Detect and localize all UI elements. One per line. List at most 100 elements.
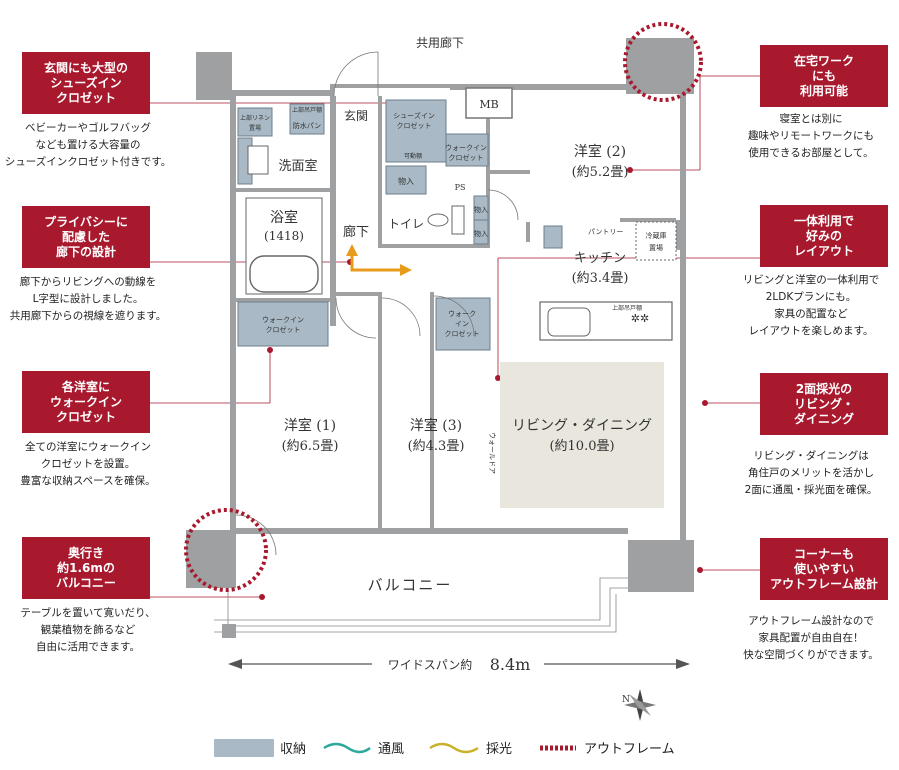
wic-top-area bbox=[445, 133, 489, 167]
washbasin bbox=[247, 145, 269, 175]
toilet-label: トイレ bbox=[388, 217, 424, 231]
desc-layout: リビングと洋室の一体利用で 2LDKプランにも。 家具の配置など レイアウトを楽… bbox=[742, 274, 880, 337]
wic-left-label-1: ウォークイン bbox=[262, 316, 304, 324]
pantry-label: パントリー bbox=[588, 228, 623, 236]
pantry-area bbox=[543, 225, 563, 249]
leader-dot bbox=[267, 347, 273, 353]
legend-storage-label: 収納 bbox=[280, 742, 307, 757]
desc-balcony: テーブルを置いて寛いだり、 観葉植物を飾るなど 自由に活用できます。 bbox=[20, 607, 156, 653]
walls bbox=[186, 38, 694, 592]
wic-left-label-2: クロゼット bbox=[266, 325, 301, 334]
balcony-rail bbox=[214, 577, 628, 633]
ps-label: PS bbox=[455, 183, 466, 192]
mb-box bbox=[465, 87, 513, 119]
jobu-linen-area bbox=[237, 107, 273, 137]
legend-light: 採光 bbox=[428, 738, 512, 757]
common-corridor-label: 共用廊下 bbox=[416, 35, 464, 50]
corridor-arrow bbox=[346, 244, 412, 276]
callout-privacy-corridor: プライバシーに 配慮した 廊下の設計 bbox=[22, 206, 150, 268]
youshitsu2-size: (約5.2畳) bbox=[572, 165, 629, 180]
desc-outframe: アウトフレーム設計なので 家具配置が自由自在！ 快な空間づくりができます。 bbox=[743, 615, 879, 661]
balcony-label: バルコニー bbox=[368, 576, 453, 594]
callout-layout: 一体利用で 好みの レイアウト bbox=[760, 205, 888, 267]
youshitsu3-label: 洋室 (3) bbox=[410, 417, 462, 434]
bathtub bbox=[249, 255, 319, 293]
senmen-label: 洗面室 bbox=[278, 158, 317, 174]
youshitsu2-label: 洋室 (2) bbox=[574, 143, 626, 160]
jobu-tsuri-kitchen: 上部吊戸棚 bbox=[612, 304, 642, 312]
storage-areas bbox=[237, 99, 623, 351]
toilet-bowl bbox=[427, 213, 449, 227]
span-dimension bbox=[228, 659, 690, 669]
living-label: リビング・ダイニング bbox=[512, 418, 652, 434]
kitchen-label: キッチン bbox=[574, 251, 626, 266]
outframe-markers bbox=[184, 22, 703, 592]
balcony-post bbox=[222, 624, 236, 638]
leader-dot bbox=[627, 167, 633, 173]
shoes-closet-label-2: クロゼット bbox=[397, 121, 432, 130]
wic-mid-label-2: イン bbox=[455, 320, 469, 328]
compass-north: N bbox=[622, 695, 630, 705]
monoire-1-label: 物入 bbox=[398, 176, 414, 186]
callout-outframe: コーナーも 使いやすい アウトフレーム設計 bbox=[760, 538, 888, 600]
leader-dot bbox=[697, 567, 703, 573]
walldoor-label: ウォールドア bbox=[488, 432, 496, 474]
bousui-pan-label: 防水パン bbox=[293, 121, 321, 130]
living-size: (約10.0畳) bbox=[549, 439, 614, 454]
callout-remote-work: 在宅ワーク にも 利用可能 bbox=[760, 45, 888, 107]
legend-outframe-label: アウトフレーム bbox=[584, 742, 675, 757]
desc-shoes-closet: ベビーカーやゴルフバッグ なども置ける大容量の シューズインクロゼット付きです。 bbox=[4, 122, 172, 168]
span-label: ワイドスパン約 bbox=[388, 657, 473, 672]
desc-remote-work: 寝室とは別に 趣味やリモートワークにも 使用できるお部屋として。 bbox=[748, 113, 874, 159]
monoire-3-area bbox=[473, 219, 489, 245]
fridge-area bbox=[635, 221, 677, 261]
desc-privacy-corridor: 廊下からリビングへの動線を L字型に設計しました。 共用廊下からの視線を遮ります… bbox=[9, 276, 167, 322]
corridor-label: 廊下 bbox=[343, 224, 369, 240]
light-icon bbox=[429, 742, 479, 753]
bousui-area bbox=[289, 103, 325, 135]
leader-dot bbox=[702, 400, 708, 406]
wic-top-label-2: クロゼット bbox=[449, 153, 484, 162]
legend-outframe: アウトフレーム bbox=[538, 738, 675, 757]
kitchen-sink bbox=[547, 307, 591, 337]
callout-balcony: 奥行き 約1.6mの バルコニー bbox=[22, 537, 150, 599]
shoes-closet-area bbox=[385, 99, 447, 163]
kadou-label: 可動棚 bbox=[404, 152, 422, 160]
compass-icon bbox=[624, 689, 656, 721]
toilet-tank bbox=[451, 205, 465, 235]
youshitsu1-size: (約6.5畳) bbox=[282, 439, 339, 454]
jobu-linen-label-2: 置場 bbox=[249, 124, 261, 132]
desc-two-side-light: リビング・ダイニングは 角住戸のメリットを活かし 2面に通風・採光面を確保。 bbox=[744, 450, 878, 496]
monoire-3-label: 物入 bbox=[474, 229, 488, 238]
wic-left-area bbox=[237, 301, 329, 347]
genkan-label: 玄関 bbox=[344, 108, 368, 123]
youshitsu3-size: (約4.3畳) bbox=[408, 439, 465, 454]
wic-mid-area bbox=[435, 297, 491, 351]
stove-icon: ✲✲ bbox=[631, 312, 649, 325]
kitchen-size: (約3.4畳) bbox=[572, 271, 629, 286]
legend-light-label: 採光 bbox=[486, 742, 513, 757]
fridge-label-2: 置場 bbox=[649, 243, 663, 252]
desc-walkin-closet: 全ての洋室にウォークイン クロゼットを設置。 豊富な収納スペースを確保。 bbox=[20, 441, 156, 487]
leader-dot bbox=[259, 594, 265, 600]
mb-label: MB bbox=[479, 98, 498, 111]
jobu-linen-label: 上部リネン bbox=[240, 114, 270, 122]
living-floor bbox=[500, 362, 664, 508]
legend-wind-label: 通風 bbox=[378, 742, 405, 757]
legend-wind: 通風 bbox=[322, 738, 404, 757]
doors bbox=[235, 51, 519, 556]
callout-shoes-closet: 玄関にも大型の シューズイン クロゼット bbox=[22, 52, 150, 114]
wic-mid-label-3: クロゼット bbox=[445, 329, 480, 338]
storage-swatch bbox=[214, 738, 274, 757]
outframe-icon bbox=[540, 745, 576, 750]
wic-top-label-1: ウォークイン bbox=[445, 144, 487, 152]
shoes-closet-label-1: シューズイン bbox=[393, 111, 435, 120]
monoire-2-label: 物入 bbox=[474, 205, 488, 214]
legend-storage: 収納 bbox=[214, 738, 306, 757]
leader-dot bbox=[495, 375, 501, 381]
bath-label: 浴室 bbox=[270, 209, 298, 226]
callout-walkin-closet: 各洋室に ウォークイン クロゼット bbox=[22, 371, 150, 433]
wind-icon bbox=[323, 742, 371, 753]
fridge-label-1: 冷蔵庫 bbox=[646, 231, 667, 240]
